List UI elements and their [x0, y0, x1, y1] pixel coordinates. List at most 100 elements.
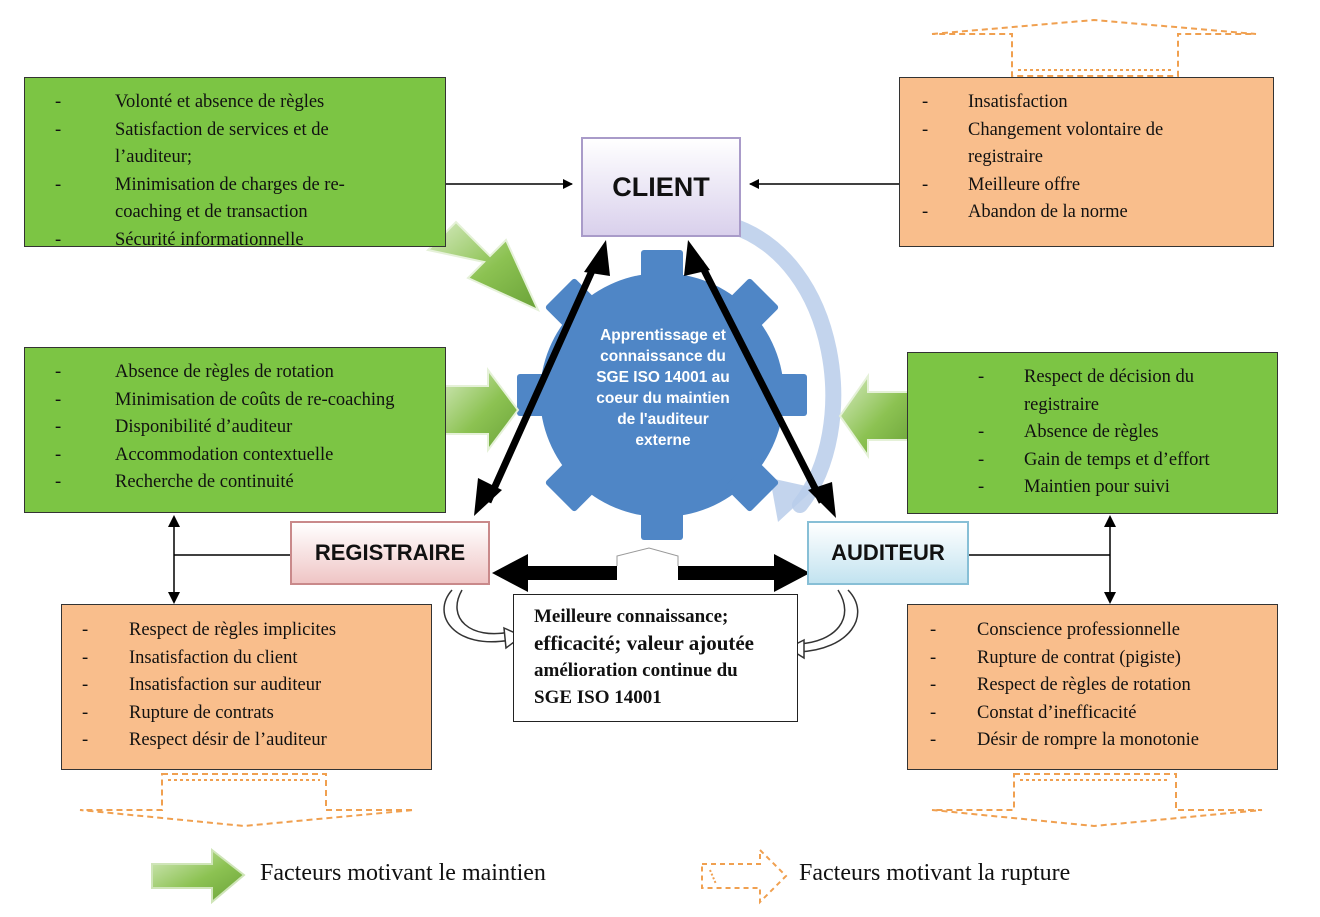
list-item-text: Respect de règles de rotation	[977, 675, 1191, 695]
outcome-line: efficacité; valeur ajoutée	[534, 631, 755, 655]
list-item: -Abandon de la norme	[922, 199, 1265, 227]
auditeur-box: AUDITEUR	[807, 521, 969, 585]
list-item-text: Constat d’inefficacité	[977, 702, 1137, 723]
bullet-dash: -	[978, 477, 985, 497]
list-item-text: Respect désir de l’auditeur	[129, 730, 327, 750]
gear-line: externe	[635, 432, 691, 449]
bullet-dash: -	[922, 119, 929, 140]
list-item-text: Insatisfaction du client	[129, 647, 298, 668]
cycle-arrow	[722, 217, 842, 522]
list-item-text: Absence de règles de rotation	[115, 362, 334, 382]
list-item: - Accommodation contextuelle	[55, 442, 437, 470]
list-item-text: Gain de temps et d’effort	[1024, 449, 1210, 470]
list-item-text: Accommodation contextuelle	[115, 444, 334, 465]
bullet-dash: -	[922, 92, 929, 112]
left-connectors	[173, 525, 290, 594]
curved-arrows	[443, 589, 859, 653]
bullet-dash: -	[930, 675, 937, 695]
list-item-text: Volonté et absence de règles	[115, 92, 325, 112]
bullet-dash: -	[55, 362, 62, 382]
list-item-text: Maintien pour suivi	[1024, 477, 1170, 497]
green-arrow-registraire	[439, 367, 520, 453]
list-item: - Volonté et absence de règles	[55, 89, 437, 117]
list-item: - Disponibilité d’auditeur	[55, 414, 437, 442]
bullet-dash: -	[55, 444, 62, 465]
gear-line: de l'auditeur	[617, 411, 709, 428]
list-item-text: coaching et de transaction	[115, 202, 308, 222]
legend-rupture-icon	[701, 847, 788, 905]
registraire-label: REGISTRAIRE	[314, 540, 466, 565]
list-item-text: Absence de règles	[1024, 422, 1159, 442]
bullet-dash: -	[82, 620, 89, 640]
list-item: -Meilleure offre	[922, 172, 1265, 200]
bullet-dash: -	[55, 417, 62, 437]
registraire-rupture-box: -Respect de règles implicites-Insatisfac…	[61, 604, 432, 770]
bullet-dash: -	[922, 174, 929, 195]
gear-line: coeur du maintien	[596, 390, 730, 407]
list-item: - Désir de rompre la monotonie	[930, 727, 1269, 755]
outcome-line: amélioration continue du	[534, 660, 738, 681]
bullet-dash: -	[82, 702, 89, 723]
auditeur-label: AUDITEUR	[831, 540, 945, 565]
bullet-dash: -	[55, 92, 62, 112]
legend-maintien-icon	[151, 847, 246, 905]
client-box: CLIENT	[581, 137, 741, 237]
list-item: - Respect de règles de rotation	[930, 672, 1269, 700]
list-item-text: Désir de rompre la monotonie	[977, 730, 1199, 750]
bullet-dash: -	[930, 730, 937, 750]
list-item-text: Rupture de contrats	[129, 702, 274, 723]
bullet-dash: -	[55, 389, 62, 410]
gear-label: Apprentissage et connaissance du SGE ISO…	[548, 325, 778, 451]
list-item: - Minimisation de coûts de re-coaching	[55, 387, 437, 415]
client-maintien-box: - Volonté et absence de règles - Satisfacti…	[24, 77, 446, 250]
list-item-text: Disponibilité d’auditeur	[115, 417, 293, 437]
list-item-text: Changement volontaire de	[968, 119, 1164, 140]
auditeur-rupture-list: - Conscience professionnelle -Rupture de c…	[930, 617, 1269, 755]
right-connectors	[969, 525, 1111, 594]
list-item-text: Minimisation de charges de re-	[115, 174, 345, 195]
list-item: -Rupture de contrat (pigiste)	[930, 645, 1269, 673]
auditeur-rupture-box: - Conscience professionnelle -Rupture de c…	[907, 604, 1278, 770]
bullet-dash: -	[930, 647, 937, 668]
outcome-box: Meilleure connaissance; efficacité; vale…	[513, 594, 798, 722]
bottom-double-arrow	[492, 547, 810, 592]
list-item-text: l’auditeur;	[115, 147, 193, 167]
bullet-dash: -	[55, 174, 62, 195]
list-item: - Minimisation de charges de re-coaching …	[55, 172, 437, 227]
registraire-rupture-list: -Respect de règles implicites-Insatisfac…	[82, 617, 423, 755]
bullet-dash: -	[82, 675, 89, 695]
legend-rupture-label: Facteurs motivant la rupture	[799, 860, 1071, 886]
legend-maintien-label: Facteurs motivant le maintien	[260, 860, 546, 886]
bullet-dash: -	[55, 119, 62, 140]
client-maintien-list: - Volonté et absence de règles - Satisfacti…	[55, 89, 437, 254]
registraire-maintien-list: - Absence de règles de rotation - Minimisat…	[55, 359, 437, 497]
bullet-dash: -	[55, 472, 62, 492]
gear-line: connaissance du	[600, 348, 726, 365]
list-item: - Absence de règles de rotation	[55, 359, 437, 387]
list-item-text: Minimisation de coûts de re-coaching	[115, 389, 395, 410]
outcome-line: SGE ISO 14001	[534, 687, 662, 708]
list-item: -Sécurité informationnelle	[55, 227, 437, 255]
client-label: CLIENT	[612, 171, 710, 202]
rupture-arrow-bottom-right	[931, 773, 1263, 828]
outcome-line: Meilleure connaissance;	[534, 606, 729, 627]
bullet-dash: -	[930, 620, 937, 640]
registraire-maintien-box: - Absence de règles de rotation - Minimisat…	[24, 347, 446, 513]
list-item-text: Conscience professionnelle	[977, 620, 1180, 640]
rupture-arrow-bottom-left	[79, 773, 415, 828]
list-item: - Absence de règles	[978, 419, 1269, 447]
list-item-text: Insatisfaction	[968, 92, 1068, 112]
list-item-text: Satisfaction de services et de	[115, 119, 329, 140]
list-item: - Satisfaction de services et de l’auditeu…	[55, 117, 437, 172]
gear-line: Apprentissage et	[600, 327, 726, 344]
list-item: -Respect désir de l’auditeur	[82, 727, 423, 755]
triangle-arrows	[484, 260, 826, 504]
bullet-dash: -	[978, 422, 985, 442]
gear-shape	[517, 250, 807, 540]
list-item-text: Recherche de continuité	[115, 472, 294, 492]
list-item: - Insatisfaction	[922, 89, 1265, 117]
